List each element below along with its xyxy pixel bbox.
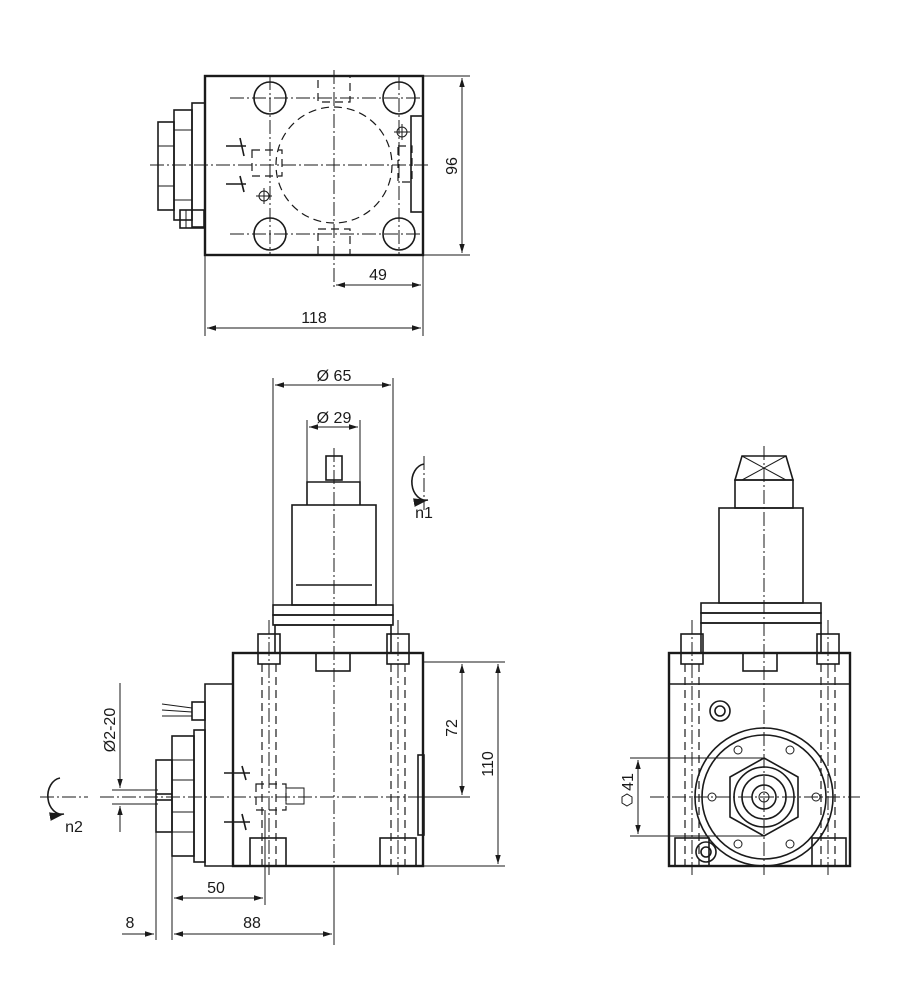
dim-dia2-20-label: Ø2-20	[102, 708, 119, 753]
dim-88-label: 88	[243, 915, 261, 932]
top-view: 96 49 118	[150, 70, 470, 336]
rotation-n2-label: n2	[65, 819, 83, 836]
front-view: n1 n2 Ø 65 Ø 29 72 110 Ø2-20 50	[40, 368, 505, 945]
dim-110-label: 110	[480, 751, 497, 777]
dim-8-label: 8	[126, 915, 135, 932]
dim-118-label: 118	[301, 310, 327, 327]
dim-50-label: 50	[207, 880, 225, 897]
dim-72-label: 72	[444, 719, 461, 737]
side-stem	[718, 507, 804, 604]
side-view: 41	[620, 446, 860, 875]
dim-dia29-label: Ø 29	[317, 410, 352, 427]
dim-96-label: 96	[444, 157, 461, 175]
side-connector-outer	[694, 727, 834, 867]
dim-49-label: 49	[369, 267, 387, 284]
rotation-n1-label: n1	[415, 505, 433, 522]
hex-symbol-icon	[621, 793, 633, 807]
dim-dia65-label: Ø 65	[317, 368, 352, 385]
front-left-connector	[155, 729, 206, 863]
top-left-connector	[157, 102, 206, 229]
rotation-n2-arrow	[47, 777, 65, 821]
rotation-n1-arrow	[411, 463, 429, 507]
dim-hex41-label: 41	[620, 773, 637, 791]
